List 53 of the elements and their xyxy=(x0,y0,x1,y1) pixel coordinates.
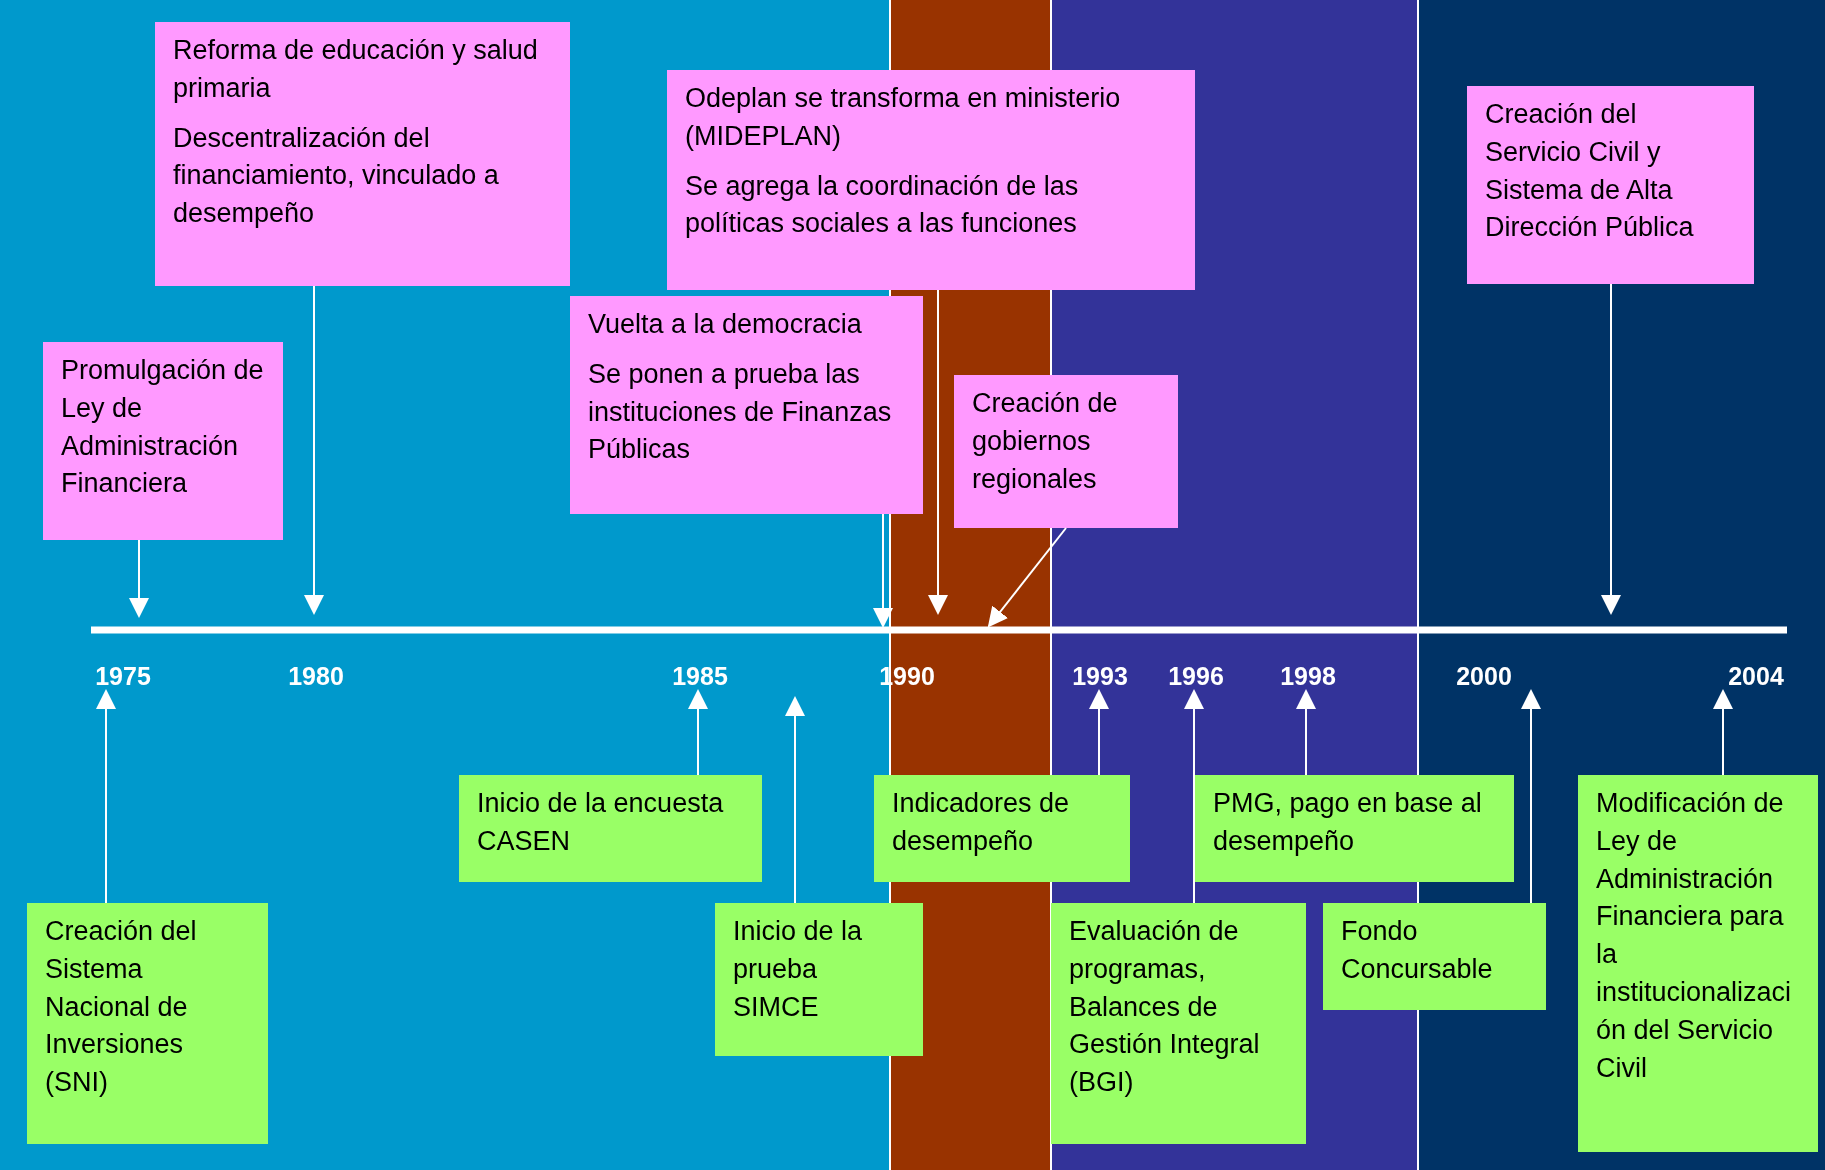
event-text: Vuelta a la democracia xyxy=(588,308,863,341)
year-label: 1998 xyxy=(1280,662,1336,691)
event-text: Descentralización del financiamiento, vinculado a desempeño xyxy=(173,121,500,231)
milestone-box xyxy=(1578,775,1818,1152)
arrow xyxy=(304,285,324,615)
year-label: 1993 xyxy=(1072,662,1128,691)
milestone-box xyxy=(459,775,762,882)
event-text: Odeplan se transforma en ministerio (MIDEPLAN) xyxy=(685,82,1122,153)
arrow xyxy=(785,696,805,904)
milestone-box xyxy=(27,903,268,1144)
event-text: Creación del Sistema Nacional de Inversiones (SNI) xyxy=(45,915,198,1100)
arrow xyxy=(129,539,149,618)
event-text: Inicio de la prueba SIMCE xyxy=(733,915,864,1024)
event-text: Promulgación de Ley de Administración Financiera xyxy=(61,354,265,501)
year-label: 2000 xyxy=(1456,662,1512,691)
event-text: Se ponen a prueba las instituciones de Finanzas Públicas xyxy=(588,357,893,467)
milestone-box xyxy=(874,775,1130,882)
arrow xyxy=(1296,689,1316,776)
year-label: 1980 xyxy=(288,662,344,691)
event-text: Evaluación de programas, Balances de Gestión Integral (BGI) xyxy=(1069,915,1261,1100)
year-label: 1985 xyxy=(672,662,728,691)
arrow xyxy=(987,527,1067,628)
milestone-box xyxy=(1323,903,1546,1010)
milestone-box xyxy=(1051,903,1306,1144)
year-label: 1975 xyxy=(95,662,151,691)
event-text: Inicio de la encuesta CASEN xyxy=(477,787,725,858)
arrow xyxy=(873,513,893,628)
event-text: Creación del Servicio Civil y Sistema de Alta Dirección Pública xyxy=(1485,98,1695,245)
event-text: Fondo Concursable xyxy=(1341,915,1494,986)
event-box xyxy=(570,296,923,514)
event-box xyxy=(667,70,1195,290)
arrow xyxy=(928,289,948,615)
year-label: 2004 xyxy=(1728,662,1784,691)
arrow xyxy=(1089,689,1109,776)
arrow xyxy=(96,689,116,904)
event-box xyxy=(43,342,283,540)
event-box xyxy=(155,22,570,286)
arrow xyxy=(1521,689,1541,904)
event-text: PMG, pago en base al desempeño xyxy=(1213,787,1483,858)
milestone-box xyxy=(715,903,923,1056)
event-box xyxy=(1467,86,1754,284)
arrow xyxy=(688,689,708,776)
event-text: Se agrega la coordinación de las políticas sociales a las funciones xyxy=(685,169,1080,241)
arrow xyxy=(1184,689,1204,904)
event-text: Modificación de Ley de Administración Financiera para la institucionalización del Servicio Civil xyxy=(1596,787,1793,1085)
milestone-box xyxy=(1195,775,1514,882)
event-text: Reforma de educación y salud primaria xyxy=(173,34,539,105)
arrow xyxy=(1601,283,1621,615)
year-label: 1996 xyxy=(1168,662,1224,691)
event-text: Creación de gobiernos regionales xyxy=(972,387,1119,496)
arrow xyxy=(1713,689,1733,776)
event-text: Indicadores de desempeño xyxy=(892,787,1071,858)
event-box xyxy=(954,375,1178,528)
